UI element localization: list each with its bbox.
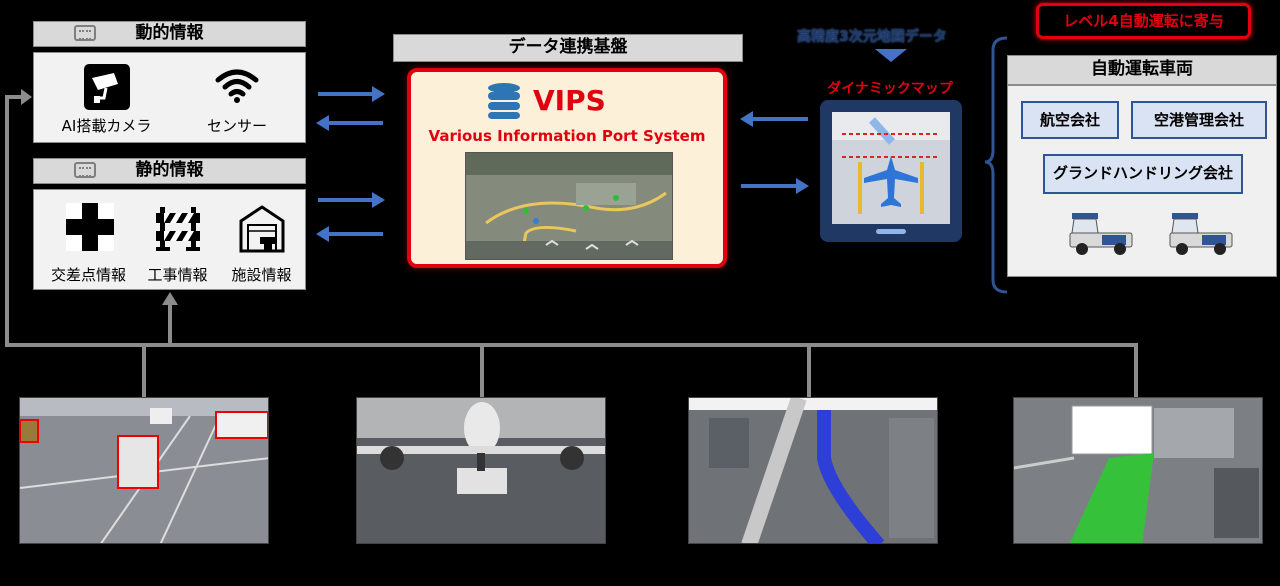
arrow-to-vips-2 [318,192,385,208]
arrow-from-vips-2 [316,226,383,242]
static-info-title: 静的情報 [135,160,204,180]
building-icon [74,162,96,178]
down-triangle-icon [875,49,907,62]
sensor-label: センサー [206,117,267,135]
map-source-text: 高精度3次元地図データ [797,29,947,45]
arrow-from-vips-1 [316,115,383,131]
connector-drop-3 [807,345,811,397]
connector-arrowhead-right [21,89,32,105]
dynamic-map-tablet [820,100,962,242]
platform-title: データ連携基盤 [508,37,628,57]
arrow-map-to-vips [740,111,808,127]
database-icon [486,82,522,120]
arrow-to-vips-1 [318,86,385,102]
company-airport-management: 空港管理会社 [1131,101,1267,139]
vips-subtitle: Various Information Port System [428,127,706,145]
map-screen [832,112,950,224]
bracket [985,36,1008,294]
connector-horizontal [5,343,1138,347]
facility-label: 施設情報 [231,266,292,284]
aircraft-tug-photo [356,397,606,544]
construction-map-photo [1013,397,1263,544]
vips-box: VIPS Various Information Port System [407,68,727,268]
connector-left-arrow-stem [5,95,22,99]
vehicles-title: 自動運転車両 [1091,59,1193,79]
ai-camera-label: AI搭載カメラ [61,117,152,135]
connector-arrowhead-up [162,292,178,305]
connector-left-vertical [5,97,9,347]
tug-vehicle-icon [1168,211,1236,257]
dynamic-info-title: 動的情報 [135,23,204,43]
vehicles-header: 自動運転車両 [1007,55,1277,85]
warehouse-icon [238,203,286,253]
airport-aerial-screenshot [465,152,673,260]
tug-vehicle-icon [1068,211,1136,257]
camera-detection-photo [19,397,269,544]
map-data-source-label: 高精度3次元地図データ [797,26,987,46]
building-icon [74,25,96,41]
intersection-label: 交差点情報 [50,266,126,284]
intersection-icon [66,203,114,251]
tablet-home-button [876,229,906,234]
camera-icon [84,64,130,110]
connector-drop-1 [142,345,146,397]
construction-barrier-icon [154,203,202,253]
platform-header: データ連携基盤 [393,34,743,62]
dynamic-map-title: ダイナミックマップ [827,81,953,97]
vips-name: VIPS [533,84,606,117]
dynamic-info-header: 動的情報 [33,21,306,47]
connector-up-static [168,305,172,345]
connector-drop-2 [480,345,484,397]
construction-label: 工事情報 [147,266,208,284]
vehicles-panel: 航空会社 空港管理会社 グランドハンドリング会社 [1007,85,1277,277]
static-info-panel: 交差点情報 工事情報 施設情報 [33,189,306,290]
level4-badge-text: レベル4自動運転に寄与 [1063,12,1224,30]
level4-badge: レベル4自動運転に寄与 [1036,3,1251,39]
company-airline: 航空会社 [1021,101,1119,139]
dynamic-info-panel: AI搭載カメラ センサー [33,52,306,143]
arrow-vips-to-map [741,178,809,194]
connector-drop-4 [1134,345,1138,397]
wifi-sensor-icon [214,64,260,104]
static-info-header: 静的情報 [33,158,306,184]
company-ground-handling: グランドハンドリング会社 [1043,154,1243,194]
3d-map-route-photo [688,397,938,544]
